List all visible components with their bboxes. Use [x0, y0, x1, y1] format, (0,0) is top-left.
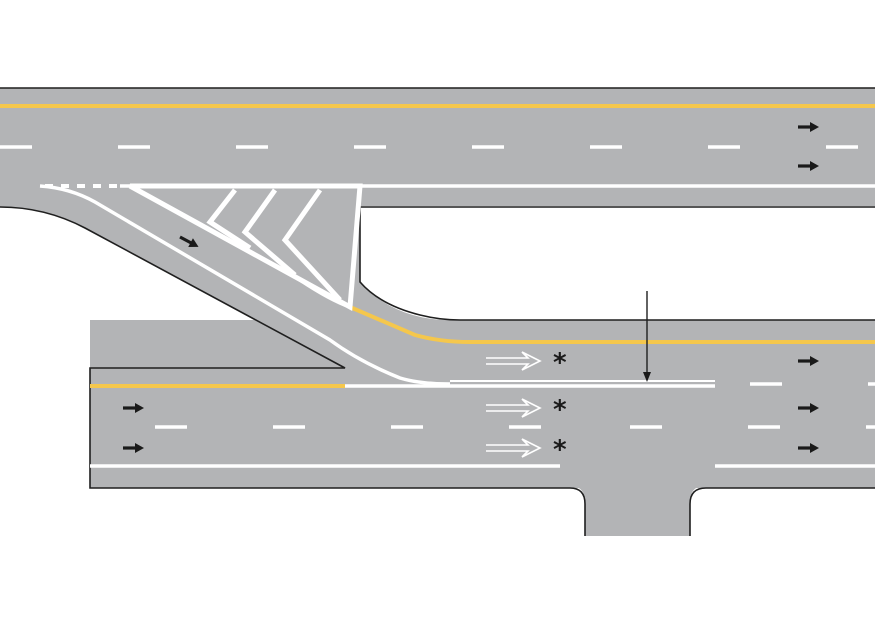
- leader-arrowhead: [643, 372, 651, 382]
- right-arrow-icon: [123, 443, 144, 453]
- right-arrow-icon: [798, 161, 819, 171]
- right-arrow-icon: [798, 122, 819, 132]
- lane-use-markings: * * *: [486, 348, 567, 465]
- asterisk-icon: *: [553, 348, 567, 378]
- right-arrow-icon: [798, 443, 819, 453]
- right-arrow-icon: [798, 356, 819, 366]
- chevron-gore: [128, 183, 363, 312]
- gore-triangle: [128, 183, 363, 312]
- lower-roadway: [90, 320, 875, 488]
- connector-yellow-line: [349, 305, 875, 344]
- ramp-left-line: [39, 184, 451, 386]
- pavement-edges: [0, 87, 875, 536]
- asterisk-icon: *: [553, 435, 567, 465]
- callout-leader: [643, 291, 651, 382]
- down-right-arrow-icon: [179, 235, 199, 248]
- dashed-lane-lines: [0, 145, 875, 429]
- outline-right-arrow-icon: [486, 438, 542, 458]
- ramp-outer-edge: [0, 206, 586, 536]
- ramp-fill: [90, 320, 450, 385]
- chevron-2: [241, 188, 297, 277]
- chevron-3: [281, 188, 342, 302]
- outline-right-arrow-icon: [486, 351, 542, 371]
- right-arrow-icon: [798, 403, 819, 413]
- direction-arrows: [123, 122, 819, 453]
- gore-inner-edge: [359, 206, 875, 321]
- pavement: [0, 88, 875, 536]
- yellow-lines: [0, 104, 875, 388]
- right-arrow-icon: [123, 403, 144, 413]
- side-street: [570, 486, 705, 536]
- side-street-right-edge: [689, 487, 875, 536]
- chevron-1: [206, 188, 252, 251]
- outline-right-arrow-icon: [486, 398, 542, 418]
- asterisk-icon: *: [553, 395, 567, 425]
